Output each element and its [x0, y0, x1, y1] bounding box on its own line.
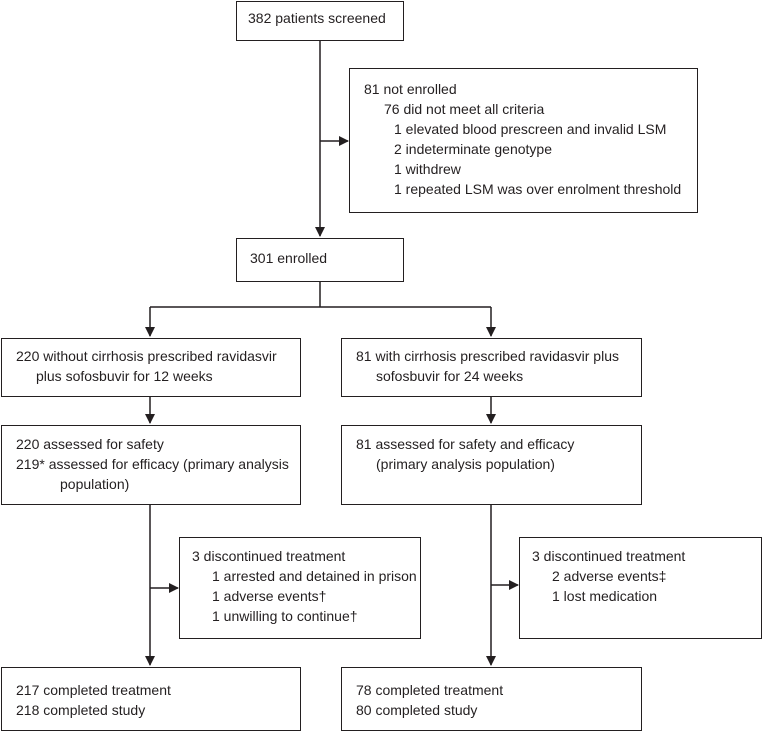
right-assessed-box: 81 assessed for safety and efficacy (pri…: [341, 425, 642, 505]
right-discontinued-box: 3 discontinued treatment 2 adverse event…: [519, 537, 762, 639]
left-assessed-line: 219* assessed for efficacy (primary anal…: [16, 456, 289, 472]
not-enrolled-title: 81 not enrolled: [364, 81, 457, 97]
not-enrolled-reason: 1 withdrew: [394, 161, 461, 177]
left-prescribed-line: 220 without cirrhosis prescribed ravidas…: [16, 348, 277, 364]
enrolled-box: 301 enrolled: [236, 238, 404, 282]
right-assessed-line: 81 assessed for safety and efficacy: [356, 436, 575, 452]
left-discontinued-reason: 1 adverse events†: [212, 588, 327, 604]
left-discontinued-title: 3 discontinued treatment: [192, 548, 346, 564]
screened-box: 382 patients screened: [236, 1, 404, 41]
not-enrolled-reason: 1 elevated blood prescreen and invalid L…: [394, 121, 667, 137]
right-discontinued-reason: 1 lost medication: [552, 588, 658, 604]
right-discontinued-reason: 2 adverse events‡: [552, 568, 667, 584]
right-prescribed-box: 81 with cirrhosis prescribed ravidasvir …: [341, 338, 642, 397]
left-completed-line: 217 completed treatment: [16, 682, 171, 698]
right-prescribed-line: 81 with cirrhosis prescribed ravidasvir …: [356, 348, 619, 364]
right-discontinued-title: 3 discontinued treatment: [532, 548, 686, 564]
left-discontinued-reason: 1 unwilling to continue†: [212, 608, 358, 624]
right-prescribed-line: sofosbuvir for 24 weeks: [376, 368, 524, 384]
right-completed-line: 80 completed study: [356, 702, 478, 718]
not-enrolled-box: 81 not enrolled 76 did not meet all crit…: [349, 68, 698, 213]
left-discontinued-box: 3 discontinued treatment 1 arrested and …: [179, 537, 421, 639]
not-enrolled-reason: 2 indeterminate genotype: [394, 141, 552, 157]
left-assessed-line: population): [60, 476, 130, 492]
right-assessed-line: (primary analysis population): [376, 456, 555, 472]
right-completed-box: 78 completed treatment 80 completed stud…: [341, 667, 642, 731]
right-completed-line: 78 completed treatment: [356, 682, 504, 698]
screened-text: 382 patients screened: [248, 10, 386, 26]
left-completed-line: 218 completed study: [16, 702, 146, 718]
left-prescribed-box: 220 without cirrhosis prescribed ravidas…: [1, 338, 301, 397]
left-completed-box: 217 completed treatment 218 completed st…: [1, 667, 301, 731]
left-discontinued-reason: 1 arrested and detained in prison: [212, 568, 417, 584]
left-assessed-box: 220 assessed for safety 219* assessed fo…: [1, 425, 301, 505]
left-assessed-line: 220 assessed for safety: [16, 436, 164, 452]
left-prescribed-line: plus sofosbuvir for 12 weeks: [36, 368, 213, 384]
not-enrolled-criteria: 76 did not meet all criteria: [384, 101, 545, 117]
not-enrolled-reason: 1 repeated LSM was over enrolment thresh…: [394, 181, 682, 197]
enrolled-text: 301 enrolled: [250, 250, 328, 266]
